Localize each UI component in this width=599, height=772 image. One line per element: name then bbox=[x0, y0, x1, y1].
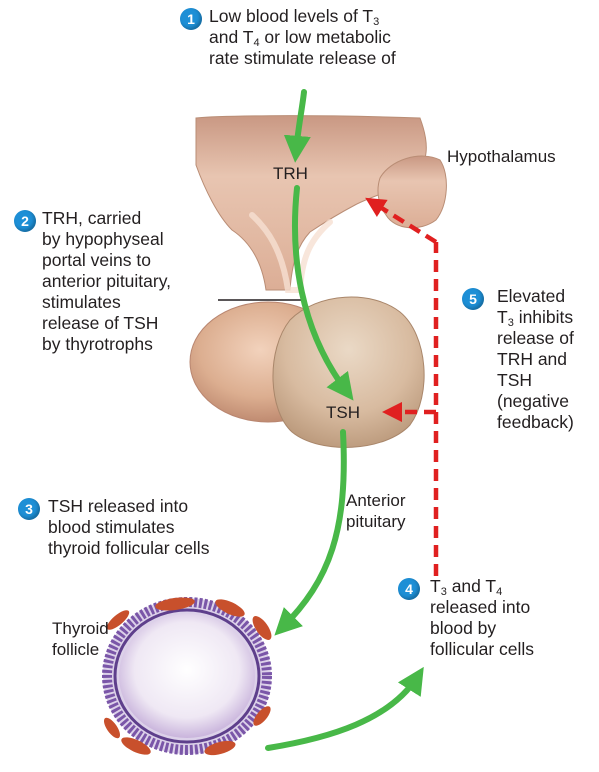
step-1-badge: 1 bbox=[180, 8, 202, 30]
step-5-text: Elevated T3 inhibits release of TRH and … bbox=[497, 286, 574, 433]
arrow-follicle-to-blood bbox=[268, 676, 418, 748]
trh-label: TRH bbox=[273, 163, 308, 184]
anterior-pituitary-lobe bbox=[273, 297, 424, 447]
step-1-text: Low blood levels of T3 and T4 or low met… bbox=[209, 6, 396, 69]
step-2-text: TRH, carried by hypophyseal portal veins… bbox=[42, 208, 171, 355]
thyroid-follicle-illustration bbox=[101, 595, 275, 758]
thyroid-follicle-label: Thyroid follicle bbox=[52, 618, 109, 660]
hypothalamus-label: Hypothalamus bbox=[447, 146, 556, 167]
step-3-badge: 3 bbox=[18, 498, 40, 520]
tsh-label: TSH bbox=[326, 402, 360, 423]
step-4-text: T3 and T4 released into blood by follicu… bbox=[430, 576, 534, 660]
step-4-badge: 4 bbox=[398, 578, 420, 600]
step-2-badge: 2 bbox=[14, 210, 36, 232]
step-3-text: TSH released into blood stimulates thyro… bbox=[48, 496, 209, 559]
step-5-badge: 5 bbox=[462, 288, 484, 310]
anterior-pituitary-label: Anterior pituitary bbox=[346, 490, 406, 532]
arrow-tsh-to-follicle bbox=[282, 432, 344, 628]
